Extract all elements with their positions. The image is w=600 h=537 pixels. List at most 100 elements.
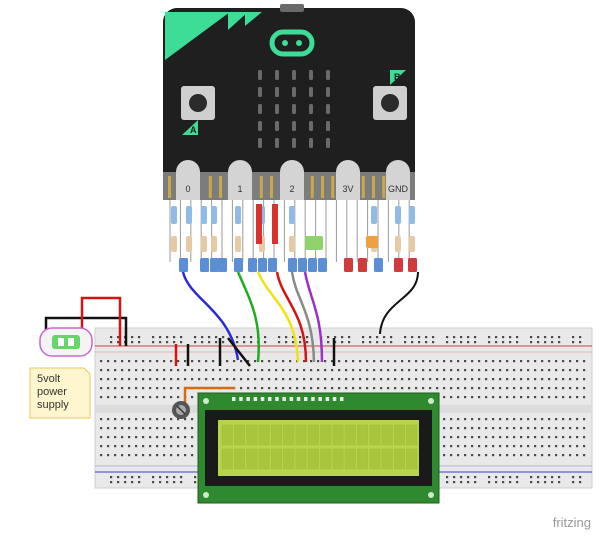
lcd-pin xyxy=(325,397,330,401)
power-jack-icon xyxy=(39,327,93,357)
hole xyxy=(387,378,390,381)
hole xyxy=(548,360,551,363)
resistor xyxy=(171,236,177,252)
hole xyxy=(544,341,547,344)
hole xyxy=(191,454,194,457)
hole xyxy=(152,481,155,484)
hole xyxy=(121,387,124,390)
hole xyxy=(310,360,313,363)
resistor xyxy=(186,206,192,224)
led xyxy=(275,104,279,114)
hole xyxy=(527,387,530,390)
lcd-cell xyxy=(234,424,246,446)
hole xyxy=(170,396,173,399)
hole xyxy=(191,445,194,448)
hole xyxy=(292,336,295,339)
resistor xyxy=(235,206,241,224)
hole xyxy=(415,360,418,363)
fritzing-watermark: fritzing xyxy=(553,515,591,530)
lcd-cell xyxy=(258,424,270,446)
led xyxy=(275,121,279,131)
hole xyxy=(467,336,470,339)
power-supply-note: 5volt power supply xyxy=(29,367,91,419)
hole xyxy=(180,481,183,484)
hole xyxy=(485,360,488,363)
hole xyxy=(485,387,488,390)
led xyxy=(326,138,330,148)
hole xyxy=(506,418,509,421)
hole xyxy=(166,341,169,344)
button-a[interactable] xyxy=(181,86,215,120)
hole xyxy=(278,341,281,344)
hole xyxy=(516,481,519,484)
lcd-header-pins xyxy=(232,397,344,401)
hole xyxy=(376,341,379,344)
hole xyxy=(191,360,194,363)
hole xyxy=(492,427,495,430)
hole xyxy=(387,369,390,372)
hole xyxy=(488,336,491,339)
hole xyxy=(173,341,176,344)
hole xyxy=(555,454,558,457)
hole xyxy=(170,427,173,430)
hole xyxy=(551,481,554,484)
hole xyxy=(534,396,537,399)
button-b[interactable] xyxy=(373,86,407,120)
accent-shape xyxy=(228,12,248,30)
hole xyxy=(219,378,222,381)
led xyxy=(292,87,296,97)
hole xyxy=(138,341,141,344)
lcd-cell xyxy=(381,424,393,446)
hole xyxy=(128,378,131,381)
hole xyxy=(530,336,533,339)
hole xyxy=(152,336,155,339)
hole xyxy=(303,369,306,372)
hole xyxy=(579,476,582,479)
lcd-cell xyxy=(246,424,258,446)
hole xyxy=(110,341,113,344)
hole xyxy=(170,360,173,363)
breakout-connector xyxy=(169,200,417,272)
hole xyxy=(499,427,502,430)
lcd-pin xyxy=(246,397,250,401)
hole xyxy=(142,418,145,421)
hole xyxy=(520,378,523,381)
hole xyxy=(471,378,474,381)
hole xyxy=(425,341,428,344)
hole xyxy=(142,378,145,381)
hole xyxy=(527,436,530,439)
lcd-cell xyxy=(271,448,282,470)
hole xyxy=(457,387,460,390)
hole xyxy=(243,341,246,344)
hole xyxy=(100,378,103,381)
hole xyxy=(135,427,138,430)
hole xyxy=(152,476,155,479)
hole xyxy=(177,436,180,439)
lcd-cell xyxy=(307,448,319,470)
hole xyxy=(331,387,334,390)
hole xyxy=(194,341,197,344)
hole xyxy=(534,427,537,430)
hole xyxy=(124,481,127,484)
hole xyxy=(327,336,330,339)
hole xyxy=(506,378,509,381)
hole xyxy=(142,454,145,457)
hole xyxy=(184,454,187,457)
hole xyxy=(373,360,376,363)
hole xyxy=(338,360,341,363)
hole xyxy=(254,387,257,390)
hole xyxy=(506,427,509,430)
microbit-board: A B 0 xyxy=(163,4,415,200)
hole xyxy=(450,445,453,448)
hole xyxy=(173,476,176,479)
hole xyxy=(583,436,586,439)
hole xyxy=(499,396,502,399)
hole xyxy=(457,418,460,421)
lcd-pin xyxy=(318,397,322,401)
hole xyxy=(562,436,565,439)
hole xyxy=(471,396,474,399)
hole xyxy=(569,387,572,390)
hole xyxy=(236,341,239,344)
hole xyxy=(583,378,586,381)
hole xyxy=(422,369,425,372)
